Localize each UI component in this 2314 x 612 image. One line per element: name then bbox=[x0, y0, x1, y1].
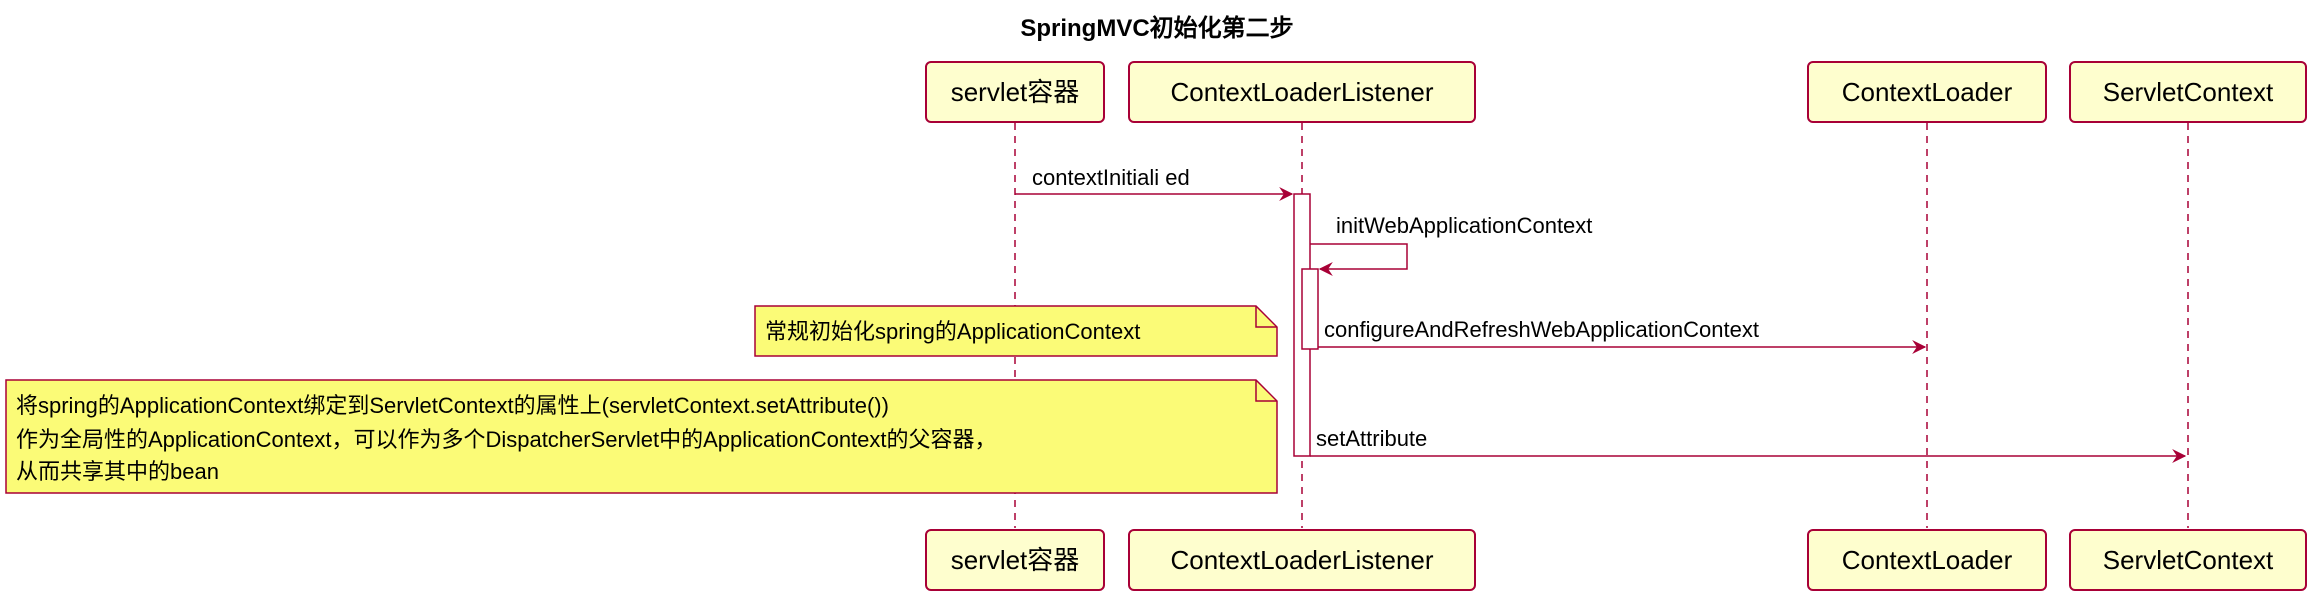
message-label: initWebApplicationContext bbox=[1336, 213, 1592, 238]
message-context-initialized: contextInitiali ed bbox=[1015, 165, 1294, 201]
participant-label: ContextLoaderListener bbox=[1170, 545, 1433, 575]
message-init-web-application-context: initWebApplicationContext bbox=[1310, 213, 1592, 276]
note-bind-to-servlet-context: 将spring的ApplicationContext绑定到ServletCont… bbox=[5, 379, 1278, 494]
participant-label: ContextLoader bbox=[1842, 77, 2013, 107]
message-set-attribute: setAttribute bbox=[1310, 426, 2187, 463]
message-label: contextInitiali ed bbox=[1032, 165, 1190, 190]
participant-servlet-context-top: ServletContext bbox=[2069, 61, 2307, 123]
note-regular-init: 常规初始化spring的ApplicationContext bbox=[754, 305, 1278, 357]
note-line: 将spring的ApplicationContext绑定到ServletCont… bbox=[16, 393, 889, 418]
participant-servlet-context-bottom: ServletContext bbox=[2069, 529, 2307, 591]
note-line: 作为全局性的ApplicationContext，可以作为多个Dispatche… bbox=[16, 427, 997, 452]
participant-context-loader-bottom: ContextLoader bbox=[1807, 529, 2047, 591]
message-label: setAttribute bbox=[1316, 426, 1427, 451]
participant-label: ServletContext bbox=[2103, 77, 2274, 107]
participant-label: ServletContext bbox=[2103, 545, 2274, 575]
diagram-title: SpringMVC初始化第二步 bbox=[1020, 14, 1293, 42]
activation-bar-listener-nested bbox=[1301, 268, 1319, 350]
participant-context-loader-listener-bottom: ContextLoaderListener bbox=[1128, 529, 1476, 591]
message-label: configureAndRefreshWebApplicationContext bbox=[1324, 317, 1759, 342]
participant-label: ContextLoaderListener bbox=[1170, 77, 1433, 107]
participant-label: ContextLoader bbox=[1842, 545, 2013, 575]
message-arrow bbox=[1310, 243, 1408, 276]
message-configure-and-refresh: configureAndRefreshWebApplicationContext bbox=[1318, 317, 1927, 354]
participant-label: servlet容器 bbox=[951, 77, 1080, 107]
note-fold bbox=[1255, 306, 1277, 328]
note-line: 常规初始化spring的ApplicationContext bbox=[765, 319, 1140, 344]
note-fold bbox=[1255, 380, 1277, 402]
lifelines bbox=[1014, 123, 2189, 528]
note-box bbox=[5, 379, 1278, 494]
participant-context-loader-top: ContextLoader bbox=[1807, 61, 2047, 123]
note-line: 从而共享其中的bean bbox=[16, 459, 219, 484]
note-box bbox=[754, 305, 1278, 357]
participant-label: servlet容器 bbox=[951, 545, 1080, 575]
participant-servlet-container-top: servlet容器 bbox=[925, 61, 1105, 123]
participant-servlet-container-bottom: servlet容器 bbox=[925, 529, 1105, 591]
participant-context-loader-listener-top: ContextLoaderListener bbox=[1128, 61, 1476, 123]
